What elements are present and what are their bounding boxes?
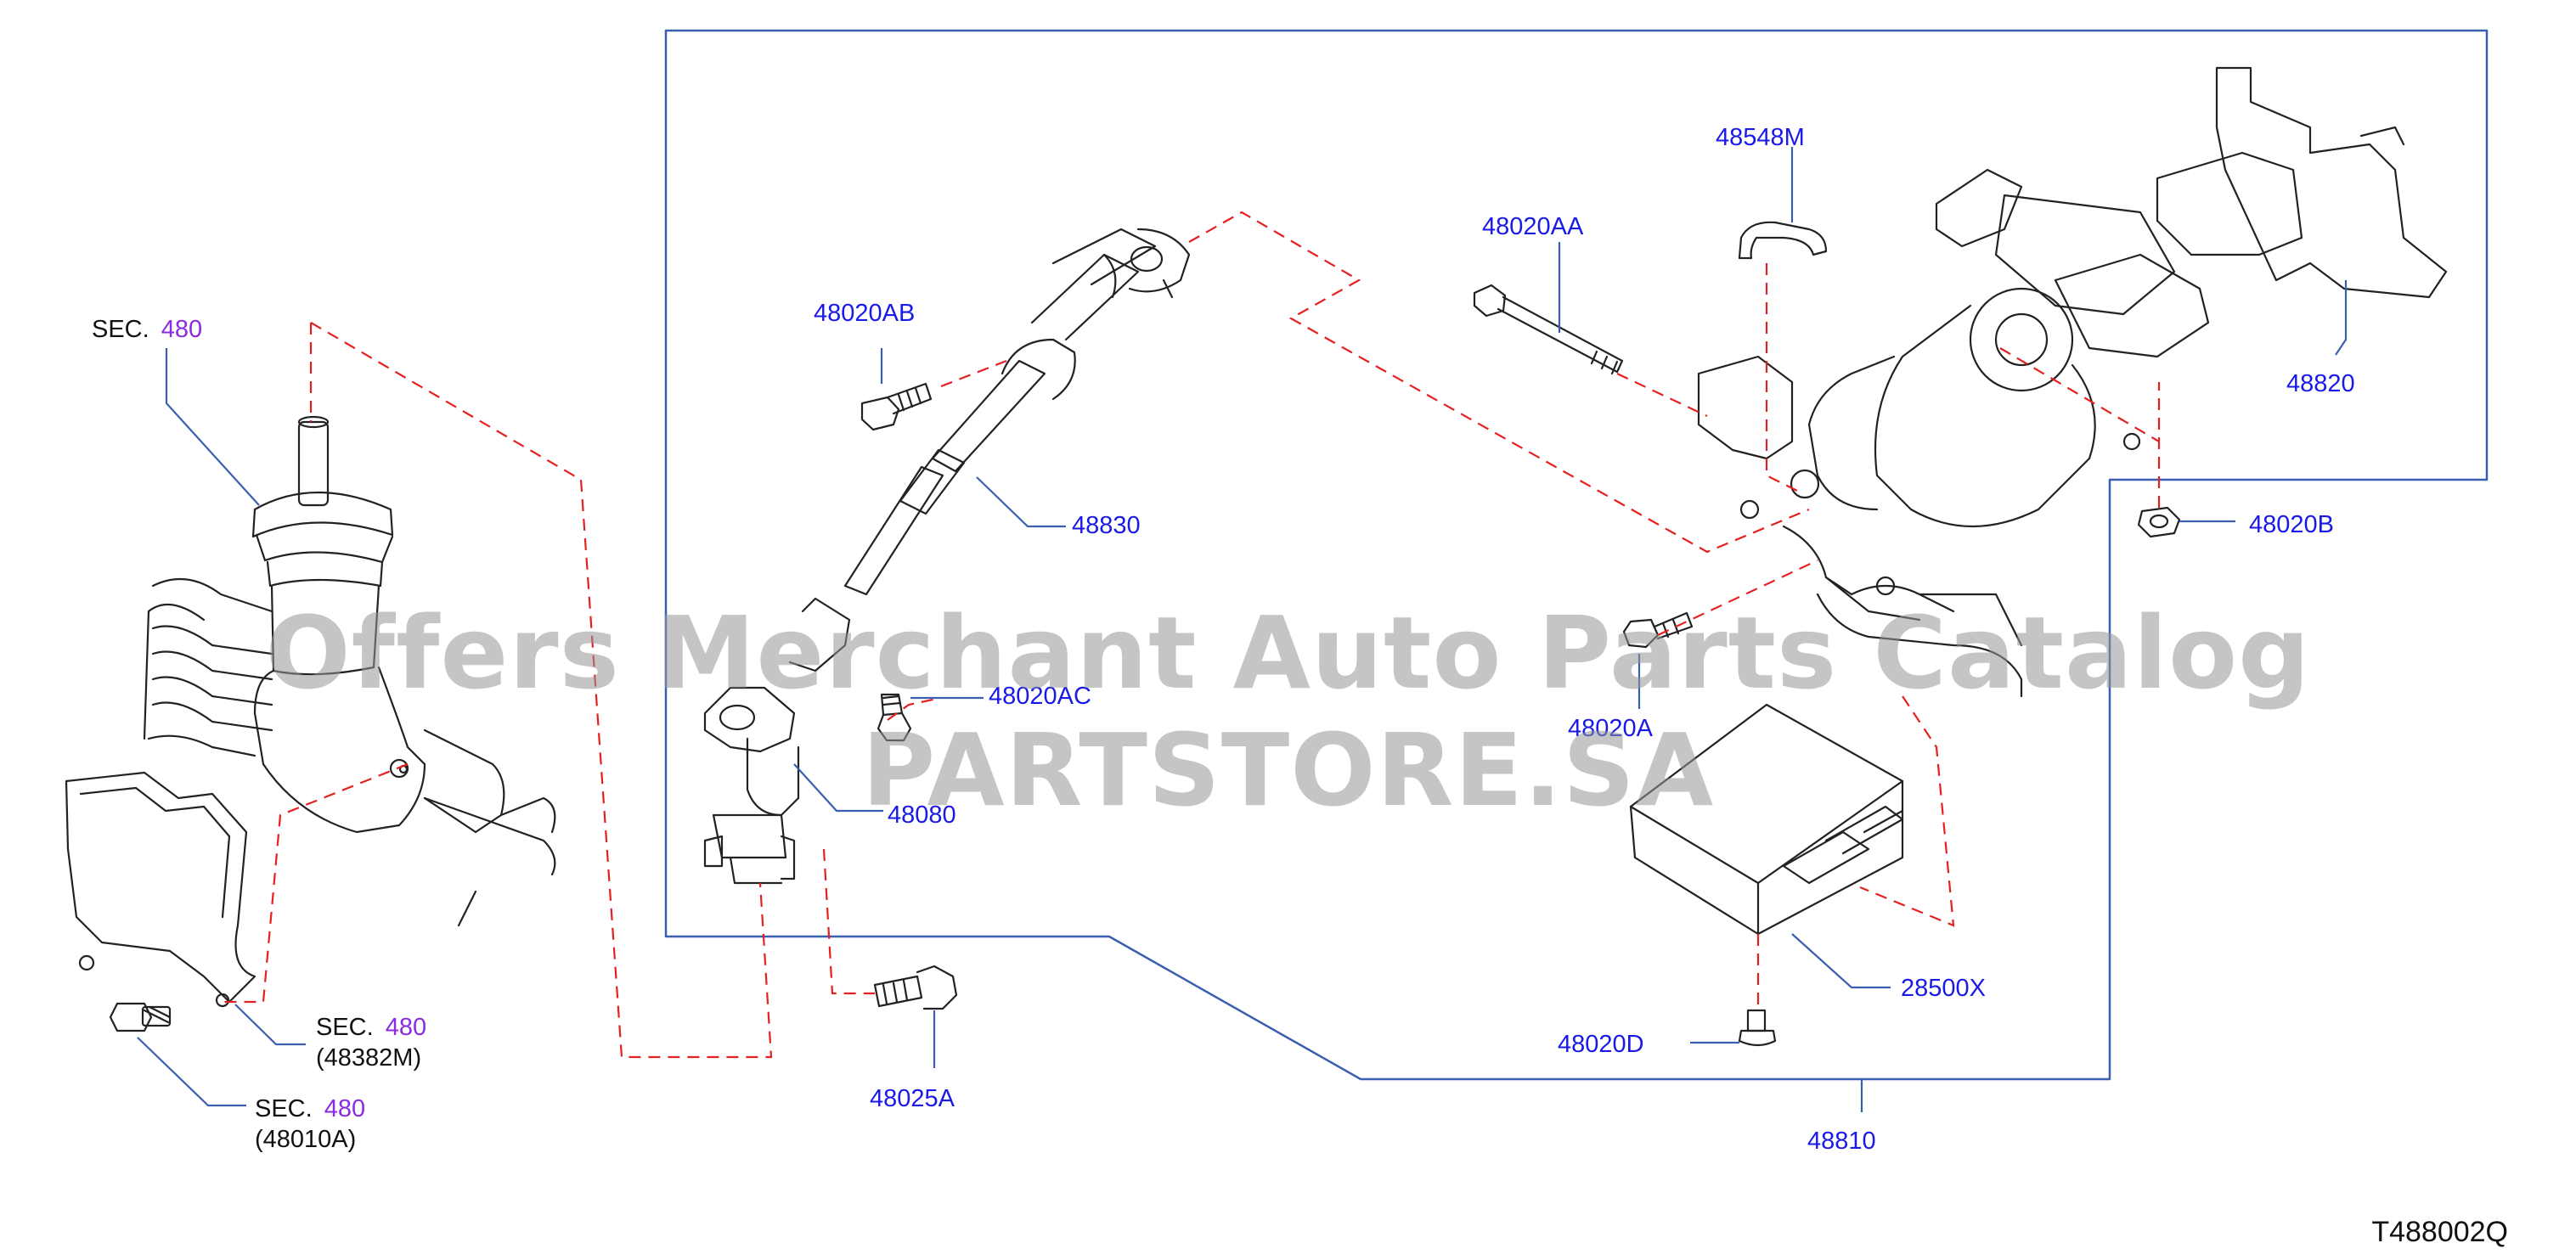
leader-lines (137, 147, 2348, 1112)
section-ref-top[interactable]: SEC. 480 (92, 314, 202, 345)
section-prefix: SEC. (316, 1014, 374, 1041)
part-label-48080[interactable]: 48080 (888, 802, 956, 829)
bolt-48025A-drawing (873, 965, 958, 1010)
section-ref-48010A[interactable]: SEC. 480 (48010A) (255, 1094, 365, 1156)
bolt-48020A-drawing (1622, 611, 1694, 649)
section-prefix: SEC. (255, 1095, 313, 1122)
section-number[interactable]: 480 (385, 1014, 427, 1041)
dashed-guides (223, 211, 2161, 1059)
lower-joint-drawing (703, 597, 851, 885)
screw-48020D-drawing (1738, 1009, 1777, 1047)
part-label-48020A[interactable]: 48020A (1568, 715, 1653, 742)
section-sub: (48382M) (316, 1044, 422, 1072)
part-label-48020AC[interactable]: 48020AC (989, 683, 1091, 710)
intermediate-shaft-drawing (843, 228, 1191, 596)
section-number[interactable]: 480 (324, 1095, 366, 1122)
bolt-48020AC-drawing (877, 693, 912, 742)
part-label-48820[interactable]: 48820 (2286, 370, 2355, 397)
part-label-48548M[interactable]: 48548M (1716, 124, 1805, 151)
part-label-28500X[interactable]: 28500X (1901, 975, 1986, 1002)
part-label-48020D[interactable]: 48020D (1558, 1031, 1644, 1058)
assembly-boundary (664, 29, 2489, 1081)
section-sub: (48010A) (255, 1126, 357, 1154)
nut-48020B-drawing (2137, 506, 2181, 538)
part-label-48810[interactable]: 48810 (1807, 1128, 1876, 1155)
part-label-48020B[interactable]: 48020B (2249, 511, 2334, 538)
part-label-48020AA[interactable]: 48020AA (1482, 213, 1584, 240)
steering-gear-drawing (65, 415, 556, 1032)
section-ref-48382M[interactable]: SEC. 480 (48382M) (316, 1012, 426, 1074)
part-label-48025A[interactable]: 48025A (870, 1085, 955, 1112)
bolt-48020AB-drawing (860, 382, 933, 431)
bolt-48020AA-drawing (1473, 284, 1624, 375)
section-number[interactable]: 480 (161, 316, 203, 343)
part-label-48830[interactable]: 48830 (1072, 512, 1141, 539)
module-28500X-drawing (1629, 703, 1904, 936)
clip-48548M-drawing (1738, 221, 1828, 260)
drawing-code: T488002Q (2371, 1216, 2508, 1248)
part-label-48020AB[interactable]: 48020AB (814, 300, 916, 327)
section-prefix: SEC. (92, 316, 149, 343)
steering-column-drawing (1697, 66, 2448, 698)
